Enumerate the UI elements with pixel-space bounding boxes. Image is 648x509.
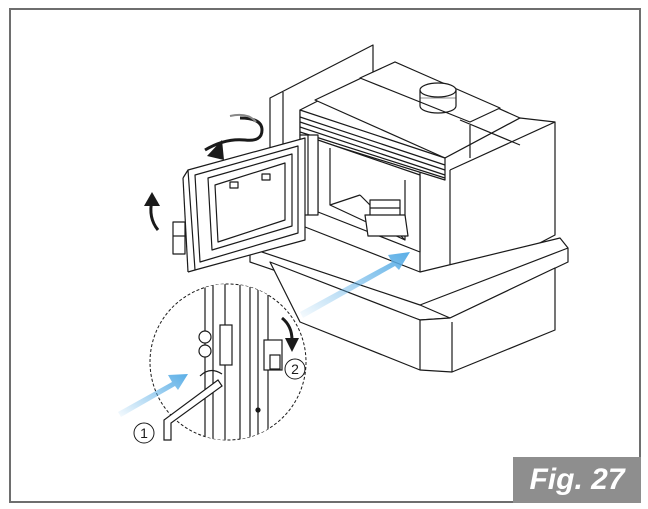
insert-arrow-icon bbox=[118, 374, 188, 417]
callout-1-number: 1 bbox=[140, 425, 148, 441]
detail-zoom-circle bbox=[149, 283, 307, 441]
turn-arrow-icon bbox=[281, 316, 299, 352]
frame-border bbox=[9, 8, 641, 503]
callout-1: 1 bbox=[133, 422, 155, 444]
fireplace-body bbox=[249, 44, 569, 373]
callout-2-number: 2 bbox=[291, 361, 299, 377]
key-tool bbox=[163, 369, 223, 441]
lift-arrow-icon bbox=[144, 192, 160, 231]
insert-arrow-icon bbox=[300, 252, 410, 318]
callout-2: 2 bbox=[284, 358, 306, 380]
figure-label: Fig. 27 bbox=[513, 457, 641, 503]
open-door bbox=[172, 137, 306, 273]
rotate-arrow-icon bbox=[204, 113, 264, 160]
